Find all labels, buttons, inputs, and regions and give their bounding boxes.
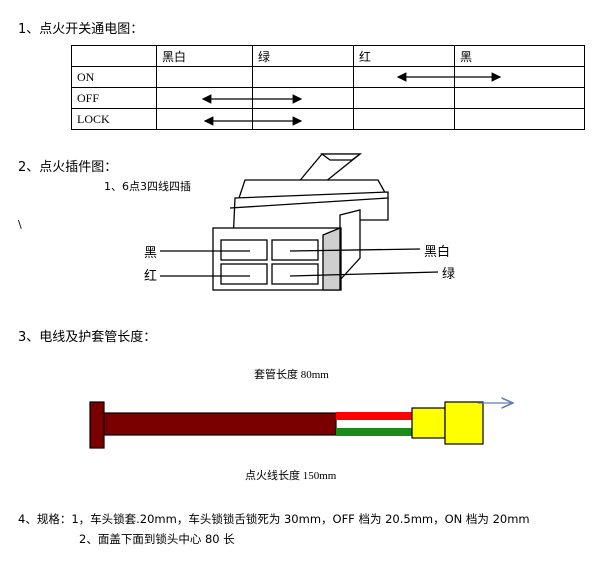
plug-front-face — [212, 227, 342, 291]
sleeve-end-cap — [89, 401, 105, 449]
wire-diagram — [89, 390, 598, 449]
leader-black-white — [289, 248, 421, 252]
section3-heading: 3、电线及护套管长度： — [18, 330, 157, 345]
sleeve-length-label: 套管长度 80mm — [254, 369, 329, 381]
switch-wiring-table: 黑白 绿 红 黑 ON OFF LOCK — [71, 45, 585, 130]
section2-heading: 2、点火插件图： — [18, 160, 118, 175]
spec-line-1: 4、规格：1，车头锁套.20mm，车头锁锁舌锁死为 30mm，OFF 档为 20… — [18, 512, 530, 526]
ignition-plug-drawing — [160, 153, 439, 291]
plug-subheading: 1、6点3四线四插 — [104, 180, 191, 193]
plug-ribbon-tip — [320, 153, 362, 161]
connector-small — [411, 407, 446, 439]
label-green: 绿 — [442, 267, 456, 282]
plug-side-block — [339, 209, 361, 282]
connector-large — [444, 401, 484, 445]
stray-mark: \ — [18, 218, 22, 231]
table-cell — [454, 108, 585, 130]
table-header-cell: 黑 — [454, 45, 585, 67]
section1-heading: 1、点火开关通电图： — [18, 22, 144, 37]
green-wire — [336, 428, 414, 436]
plug-front-shade — [322, 227, 341, 291]
leader-green — [289, 271, 439, 277]
label-red: 红 — [144, 269, 158, 284]
red-wire — [336, 412, 414, 420]
table-arrows — [201, 72, 502, 126]
label-black: 黑 — [144, 246, 158, 261]
plug-slot — [271, 263, 319, 285]
label-black-white: 黑白 — [424, 245, 451, 260]
spec-line-2: 2、面盖下面到锁头中心 80 长 — [79, 532, 235, 546]
wire-length-label: 点火线长度 150mm — [245, 470, 337, 482]
row-label: LOCK — [71, 108, 157, 130]
plug-slot — [220, 263, 268, 285]
plug-slot — [220, 239, 268, 261]
sleeve-tube — [103, 412, 337, 436]
